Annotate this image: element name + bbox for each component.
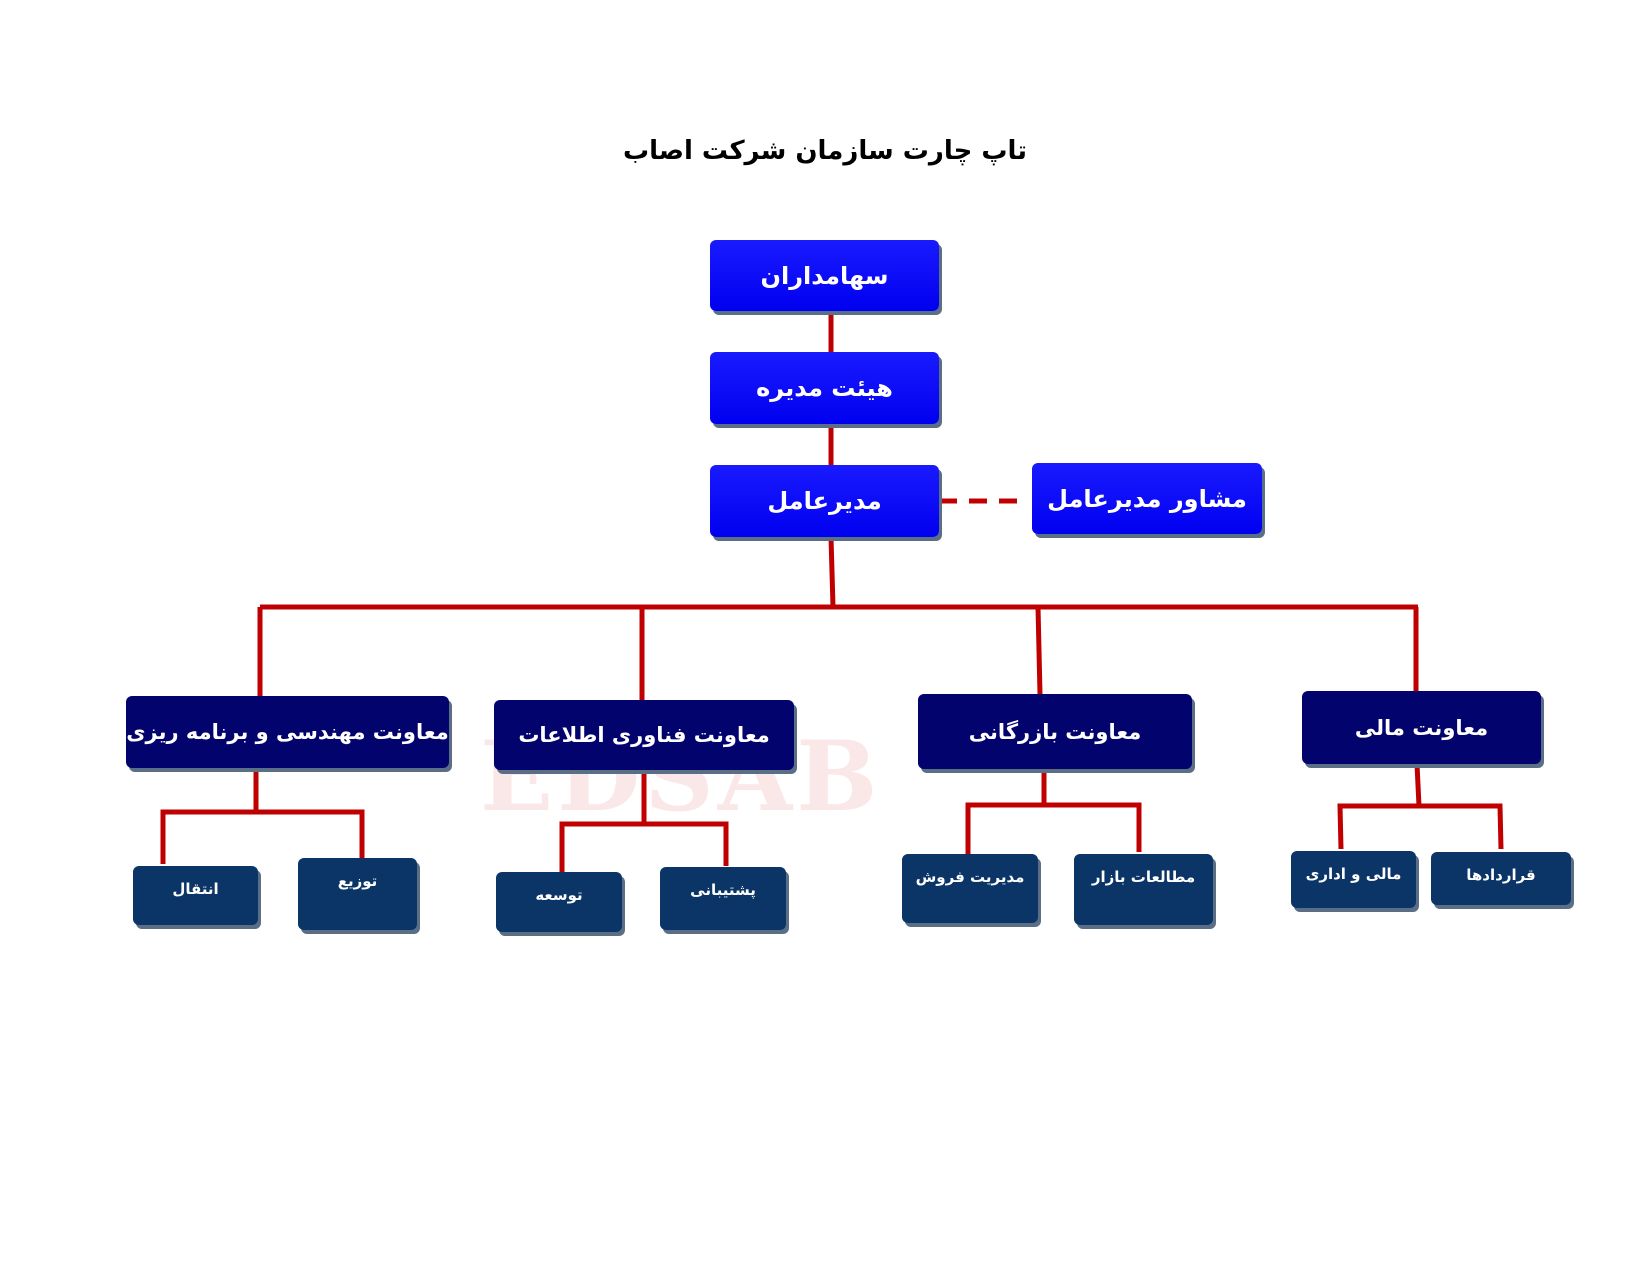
node-deputy-commerce: معاونت بازرگانی	[918, 694, 1192, 769]
connector	[160, 809, 365, 864]
node-unit-finance-admin: مالی و اداری	[1291, 851, 1416, 908]
node-unit-development: توسعه	[496, 872, 622, 932]
node-shareholders: سهامداران	[710, 240, 939, 311]
connector	[828, 536, 836, 608]
node-unit-sales-management: مدیریت فروش	[902, 854, 1038, 923]
node-unit-market-research: مطالعات بازار	[1074, 854, 1213, 925]
node-deputy-it: معاونت فناوری اطلاعات	[494, 700, 794, 770]
chart-title: تاپ چارت سازمان شرکت اصاب	[622, 136, 1028, 166]
connector	[1035, 606, 1043, 695]
connector	[965, 802, 1142, 854]
connector	[559, 821, 729, 872]
connector	[1337, 803, 1504, 850]
node-deputy-finance: معاونت مالی	[1302, 691, 1541, 764]
node-ceo: مدیرعامل	[710, 465, 939, 537]
node-unit-distribution: توزیع	[298, 858, 417, 930]
node-ceo-advisor: مشاور مدیرعامل	[1032, 463, 1262, 534]
node-deputy-engineering: معاونت مهندسی و برنامه ریزی	[126, 696, 449, 768]
node-unit-transmission: انتقال	[133, 866, 258, 925]
connector	[1414, 763, 1422, 807]
node-unit-support: پشتیبانی	[660, 867, 786, 930]
node-board: هیئت مدیره	[710, 352, 939, 424]
node-unit-contracts: قراردادها	[1431, 852, 1571, 905]
